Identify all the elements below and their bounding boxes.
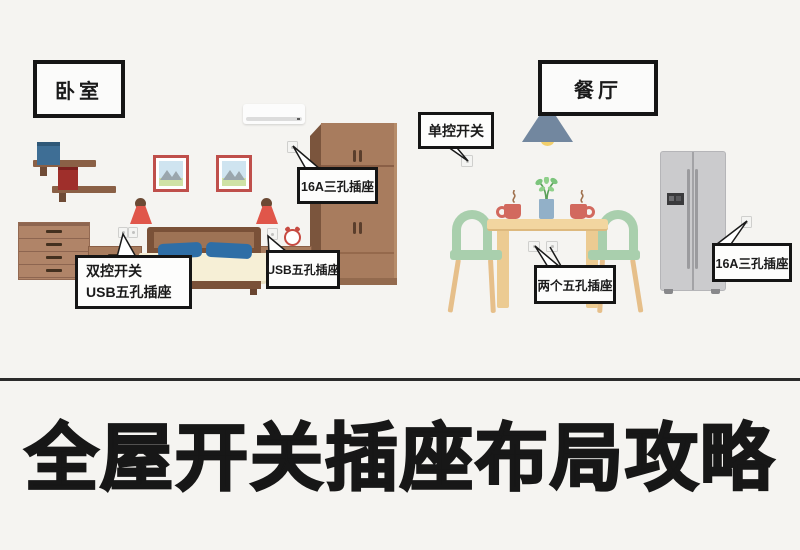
refrigerator-handle (687, 169, 690, 269)
pendant-lamp-shade (522, 114, 573, 142)
dining-table-leg (497, 229, 509, 308)
callout-wardrobe-socket: 16A三孔插座 (297, 167, 378, 204)
refrigerator-door-split (692, 152, 694, 290)
refrigerator-foot (664, 289, 673, 294)
wall-socket-icon (528, 241, 540, 252)
pillow-right (205, 241, 253, 260)
wardrobe-handle (359, 150, 362, 162)
dining-chair-left-leg (488, 258, 496, 314)
coffee-cup-left (496, 204, 521, 219)
air-conditioner-vent (246, 117, 302, 121)
callout-dining-switch: 单控开关 (418, 112, 494, 149)
dining-room-label-text: 餐厅 (574, 79, 622, 102)
plant-vase (539, 199, 554, 219)
callout-bed-right: USB五孔插座 (266, 250, 340, 289)
dining-table-top (487, 219, 608, 231)
dining-chair-right-seat (588, 250, 640, 260)
shelf-red-book (58, 167, 78, 190)
wardrobe-handle (353, 150, 356, 162)
callout-dining-table-text: 两个五孔插座 (537, 279, 613, 293)
dresser-drawer (19, 252, 89, 265)
bed-leg (250, 289, 257, 295)
refrigerator-foot (711, 289, 720, 294)
callout-bed-left-line2: USB五孔插座 (86, 284, 172, 300)
wall-socket-icon (741, 216, 752, 228)
wardrobe-split-line (321, 165, 397, 167)
callout-wardrobe-socket-text: 16A三孔插座 (301, 180, 374, 194)
callout-dining-table: 两个五孔插座 (534, 265, 616, 304)
wall-socket-icon (267, 228, 278, 240)
main-title: 全屋开关插座布局攻略 (24, 417, 775, 501)
bedside-lamp-left-head (135, 198, 146, 209)
wall-shelf-upper-bracket (40, 167, 47, 176)
wall-shelf-upper (33, 160, 96, 167)
bedside-lamp-right (256, 206, 278, 224)
dining-chair-left-back (452, 210, 492, 256)
callout-bed-left: 双控开关 USB五孔插座 (75, 255, 192, 309)
wardrobe-base (321, 278, 397, 285)
callout-bed-left-line1: 双控开关 (86, 263, 142, 279)
dining-chair-right-leg (630, 258, 644, 313)
refrigerator-handle (695, 169, 698, 269)
dresser-drawer (19, 239, 89, 252)
mountain-art-icon (222, 161, 246, 186)
wardrobe-handle (359, 222, 362, 234)
steam-icon (512, 190, 516, 203)
wardrobe-handle (353, 222, 356, 234)
divider-line (0, 378, 800, 381)
bedroom-room-label-text: 卧室 (55, 80, 103, 103)
picture-frame (216, 155, 252, 192)
bedroom-room-label: 卧室 (33, 60, 125, 118)
dresser-drawer (19, 265, 89, 278)
wall-shelf-lower (52, 186, 116, 193)
bed-base (149, 281, 261, 289)
mountain-art-icon (159, 161, 183, 186)
bedside-lamp-left (130, 206, 152, 224)
wall-socket-icon (128, 227, 138, 238)
steam-icon (580, 190, 584, 203)
dining-room-label: 餐厅 (538, 60, 658, 116)
dining-chair-left-seat (450, 250, 502, 260)
wall-socket-icon (546, 241, 558, 252)
picture-frame (153, 155, 189, 192)
dining-chair-left-leg (447, 258, 461, 313)
callout-fridge-socket-text: 16A三孔插座 (715, 257, 789, 271)
dresser-drawer (19, 226, 89, 239)
wall-socket-icon (287, 141, 298, 153)
callout-dining-switch-text: 单控开关 (428, 122, 484, 139)
wardrobe-lower-split-line (321, 252, 397, 254)
refrigerator-display-panel (667, 193, 684, 205)
air-conditioner-indicator (297, 118, 300, 120)
coffee-cup-right (570, 204, 595, 219)
air-conditioner (243, 104, 305, 124)
alarm-clock-icon (284, 229, 301, 246)
bedside-lamp-right-head (261, 198, 272, 209)
wall-switch-socket-icon (118, 227, 128, 238)
dining-chair-right-back (598, 210, 638, 256)
callout-bed-right-text: USB五孔插座 (266, 263, 340, 277)
callout-fridge-socket: 16A三孔插座 (712, 243, 792, 282)
wall-shelf-lower-bracket (59, 193, 66, 202)
wall-switch-icon (461, 155, 473, 167)
shelf-blue-book (37, 142, 60, 165)
plant-leaves-icon (535, 177, 558, 201)
wardrobe-edge-highlight (394, 123, 397, 285)
